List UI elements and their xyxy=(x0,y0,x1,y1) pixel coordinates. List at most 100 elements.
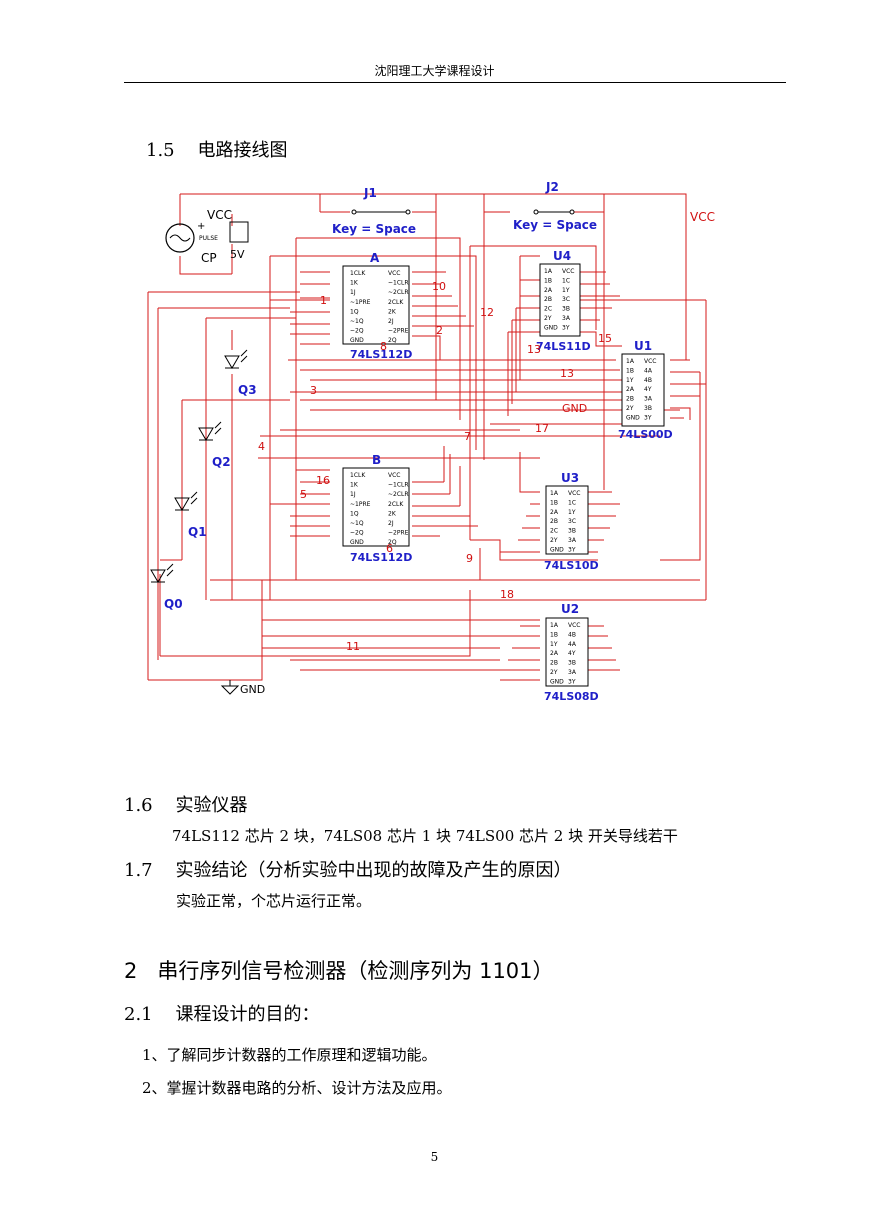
section-2-heading: 2 串行序列信号检测器（检测序列为 1101） xyxy=(124,955,554,985)
pin-label: ~1PRE xyxy=(350,299,371,306)
pin-label: VCC xyxy=(562,268,574,275)
pin-label: 2Y xyxy=(626,405,634,412)
pin-label: 1J xyxy=(350,289,356,296)
pin-label: 3A xyxy=(644,396,653,403)
pin-label: 1Y xyxy=(568,509,576,516)
pin-label: GND xyxy=(550,678,564,685)
pin-label: ~2CLR xyxy=(388,289,409,296)
pin-label: 2Y xyxy=(550,537,558,544)
pin-label: 1B xyxy=(626,367,634,374)
pin-label: 1A xyxy=(544,268,553,275)
pin-label: 3B xyxy=(568,528,576,535)
vcc-label: VCC xyxy=(207,208,232,222)
pin-label: 2A xyxy=(544,287,553,294)
section-1-7-body: 实验正常，个芯片运行正常。 xyxy=(176,892,372,910)
pin-label: 1B xyxy=(544,277,552,284)
section-number: 1.5 xyxy=(146,140,175,161)
pin-label: 2B xyxy=(626,396,634,403)
pin-label: ~1Q xyxy=(350,318,364,325)
led-q3: Q3 xyxy=(224,349,257,397)
gnd-mid-label: GND xyxy=(562,402,587,415)
chip-a: A 74LS112D 1CLK1K1J~1PRE1Q~1Q~2QGNDVCC~1… xyxy=(342,251,412,361)
chip-part: 74LS112D xyxy=(350,551,412,564)
pin-label: GND xyxy=(350,539,364,546)
chip-part: 74LS10D xyxy=(544,559,599,572)
pin-label: 2J xyxy=(388,520,394,527)
vcc-right-label: VCC xyxy=(690,210,715,224)
pin-label: 2Y xyxy=(550,669,558,676)
pin-label: ~1CLR xyxy=(388,280,409,287)
pin-label: 2A xyxy=(550,650,559,657)
pin-label: 2C xyxy=(544,306,552,313)
net-number: 15 xyxy=(598,332,612,345)
pin-label: 2CLK xyxy=(388,299,404,306)
pin-label: GND xyxy=(544,324,558,331)
pin-label: 4Y xyxy=(568,650,576,657)
pin-label: GND xyxy=(550,546,564,553)
wires xyxy=(147,193,707,681)
net-number: 9 xyxy=(466,552,473,565)
pin-label: 2B xyxy=(544,296,552,303)
net-number: 2 xyxy=(436,324,443,337)
net-number: 18 xyxy=(500,588,514,601)
pin-label: 1B xyxy=(550,499,558,506)
pin-label: 3Y xyxy=(562,324,570,331)
pin-label: 1K xyxy=(350,482,359,489)
section-number: 1.7 xyxy=(124,860,153,881)
pin-label: ~1Q xyxy=(350,520,364,527)
pin-label: 1Y xyxy=(626,377,634,384)
net-number: 11 xyxy=(346,640,360,653)
pin-label: GND xyxy=(350,337,364,344)
switch-label: Key = Space xyxy=(513,218,597,232)
net-number: 6 xyxy=(386,542,393,555)
chip-part: 74LS112D xyxy=(350,348,412,361)
section-number: 1.6 xyxy=(124,795,153,816)
page-number: 5 xyxy=(430,1150,439,1164)
pin-label: 3Y xyxy=(568,546,576,553)
pin-label: 2A xyxy=(550,509,559,516)
pin-label: 3B xyxy=(644,405,652,412)
pin-label: 3A xyxy=(568,537,577,544)
chip-u2: U2 74LS08D 1A1B1Y2A2B2YGNDVCC4B4A4Y3B3A3… xyxy=(544,602,599,703)
net-numbers: 1 2 3 4 5 6 7 8 9 10 11 12 13 13 15 16 1… xyxy=(258,280,612,653)
circuit-diagram: VCC + PULSE CP 5V J1 Key = Space J2 Key … xyxy=(147,180,715,703)
pin-label: ~2Q xyxy=(350,328,364,335)
pin-label: GND xyxy=(626,414,640,421)
pin-label: 2K xyxy=(388,510,397,517)
section-number: 2.1 xyxy=(124,1004,153,1025)
chip-u4: U4 74LS11D 1A1B2A2B2C2YGNDVCC1C1Y3C3B3A3… xyxy=(536,249,591,353)
pin-label: 4Y xyxy=(644,386,652,393)
section-1-5-heading: 1.5 电路接线图 xyxy=(146,136,288,162)
pin-label: 2Y xyxy=(544,315,552,322)
pin-label: 1Q xyxy=(350,510,359,517)
pin-label: ~2PRE xyxy=(388,530,409,537)
net-number: 5 xyxy=(300,488,307,501)
pin-label: 1A xyxy=(550,490,559,497)
pin-label: ~1CLR xyxy=(388,482,409,489)
section-1-6-heading: 1.6 实验仪器 xyxy=(124,791,248,817)
pin-label: VCC xyxy=(388,472,400,479)
section-title: 串行序列信号检测器（检测序列为 1101） xyxy=(157,959,554,983)
pin-label: 1A xyxy=(550,622,559,629)
switch-j1: J1 Key = Space xyxy=(332,186,416,236)
section-title: 电路接线图 xyxy=(197,140,288,161)
pin-label: 1Y xyxy=(550,641,558,648)
chip-u1: U1 74LS00D 1A1B1Y2A2B2YGNDVCC4A4B4Y3A3B3… xyxy=(618,339,673,441)
chip-part: 74LS00D xyxy=(618,428,673,441)
chip-part: 74LS08D xyxy=(544,690,599,703)
pin-label: 3C xyxy=(562,296,570,303)
net-number: 3 xyxy=(310,384,317,397)
pin-label: ~2Q xyxy=(350,530,364,537)
pin-label: 1C xyxy=(562,277,570,284)
pin-label: 4B xyxy=(644,377,652,384)
led-label: Q0 xyxy=(164,597,183,611)
pin-label: 3Y xyxy=(568,678,576,685)
pin-label: VCC xyxy=(644,358,656,365)
switch-label: Key = Space xyxy=(332,222,416,236)
pin-label: 3B xyxy=(562,306,570,313)
chip-ref: A xyxy=(370,251,380,265)
led-label: Q2 xyxy=(212,455,231,469)
ground-symbol: GND xyxy=(220,680,265,696)
leds: Q3 Q2 Q1 Q0 xyxy=(150,349,257,611)
net-number: 1 xyxy=(320,294,327,307)
